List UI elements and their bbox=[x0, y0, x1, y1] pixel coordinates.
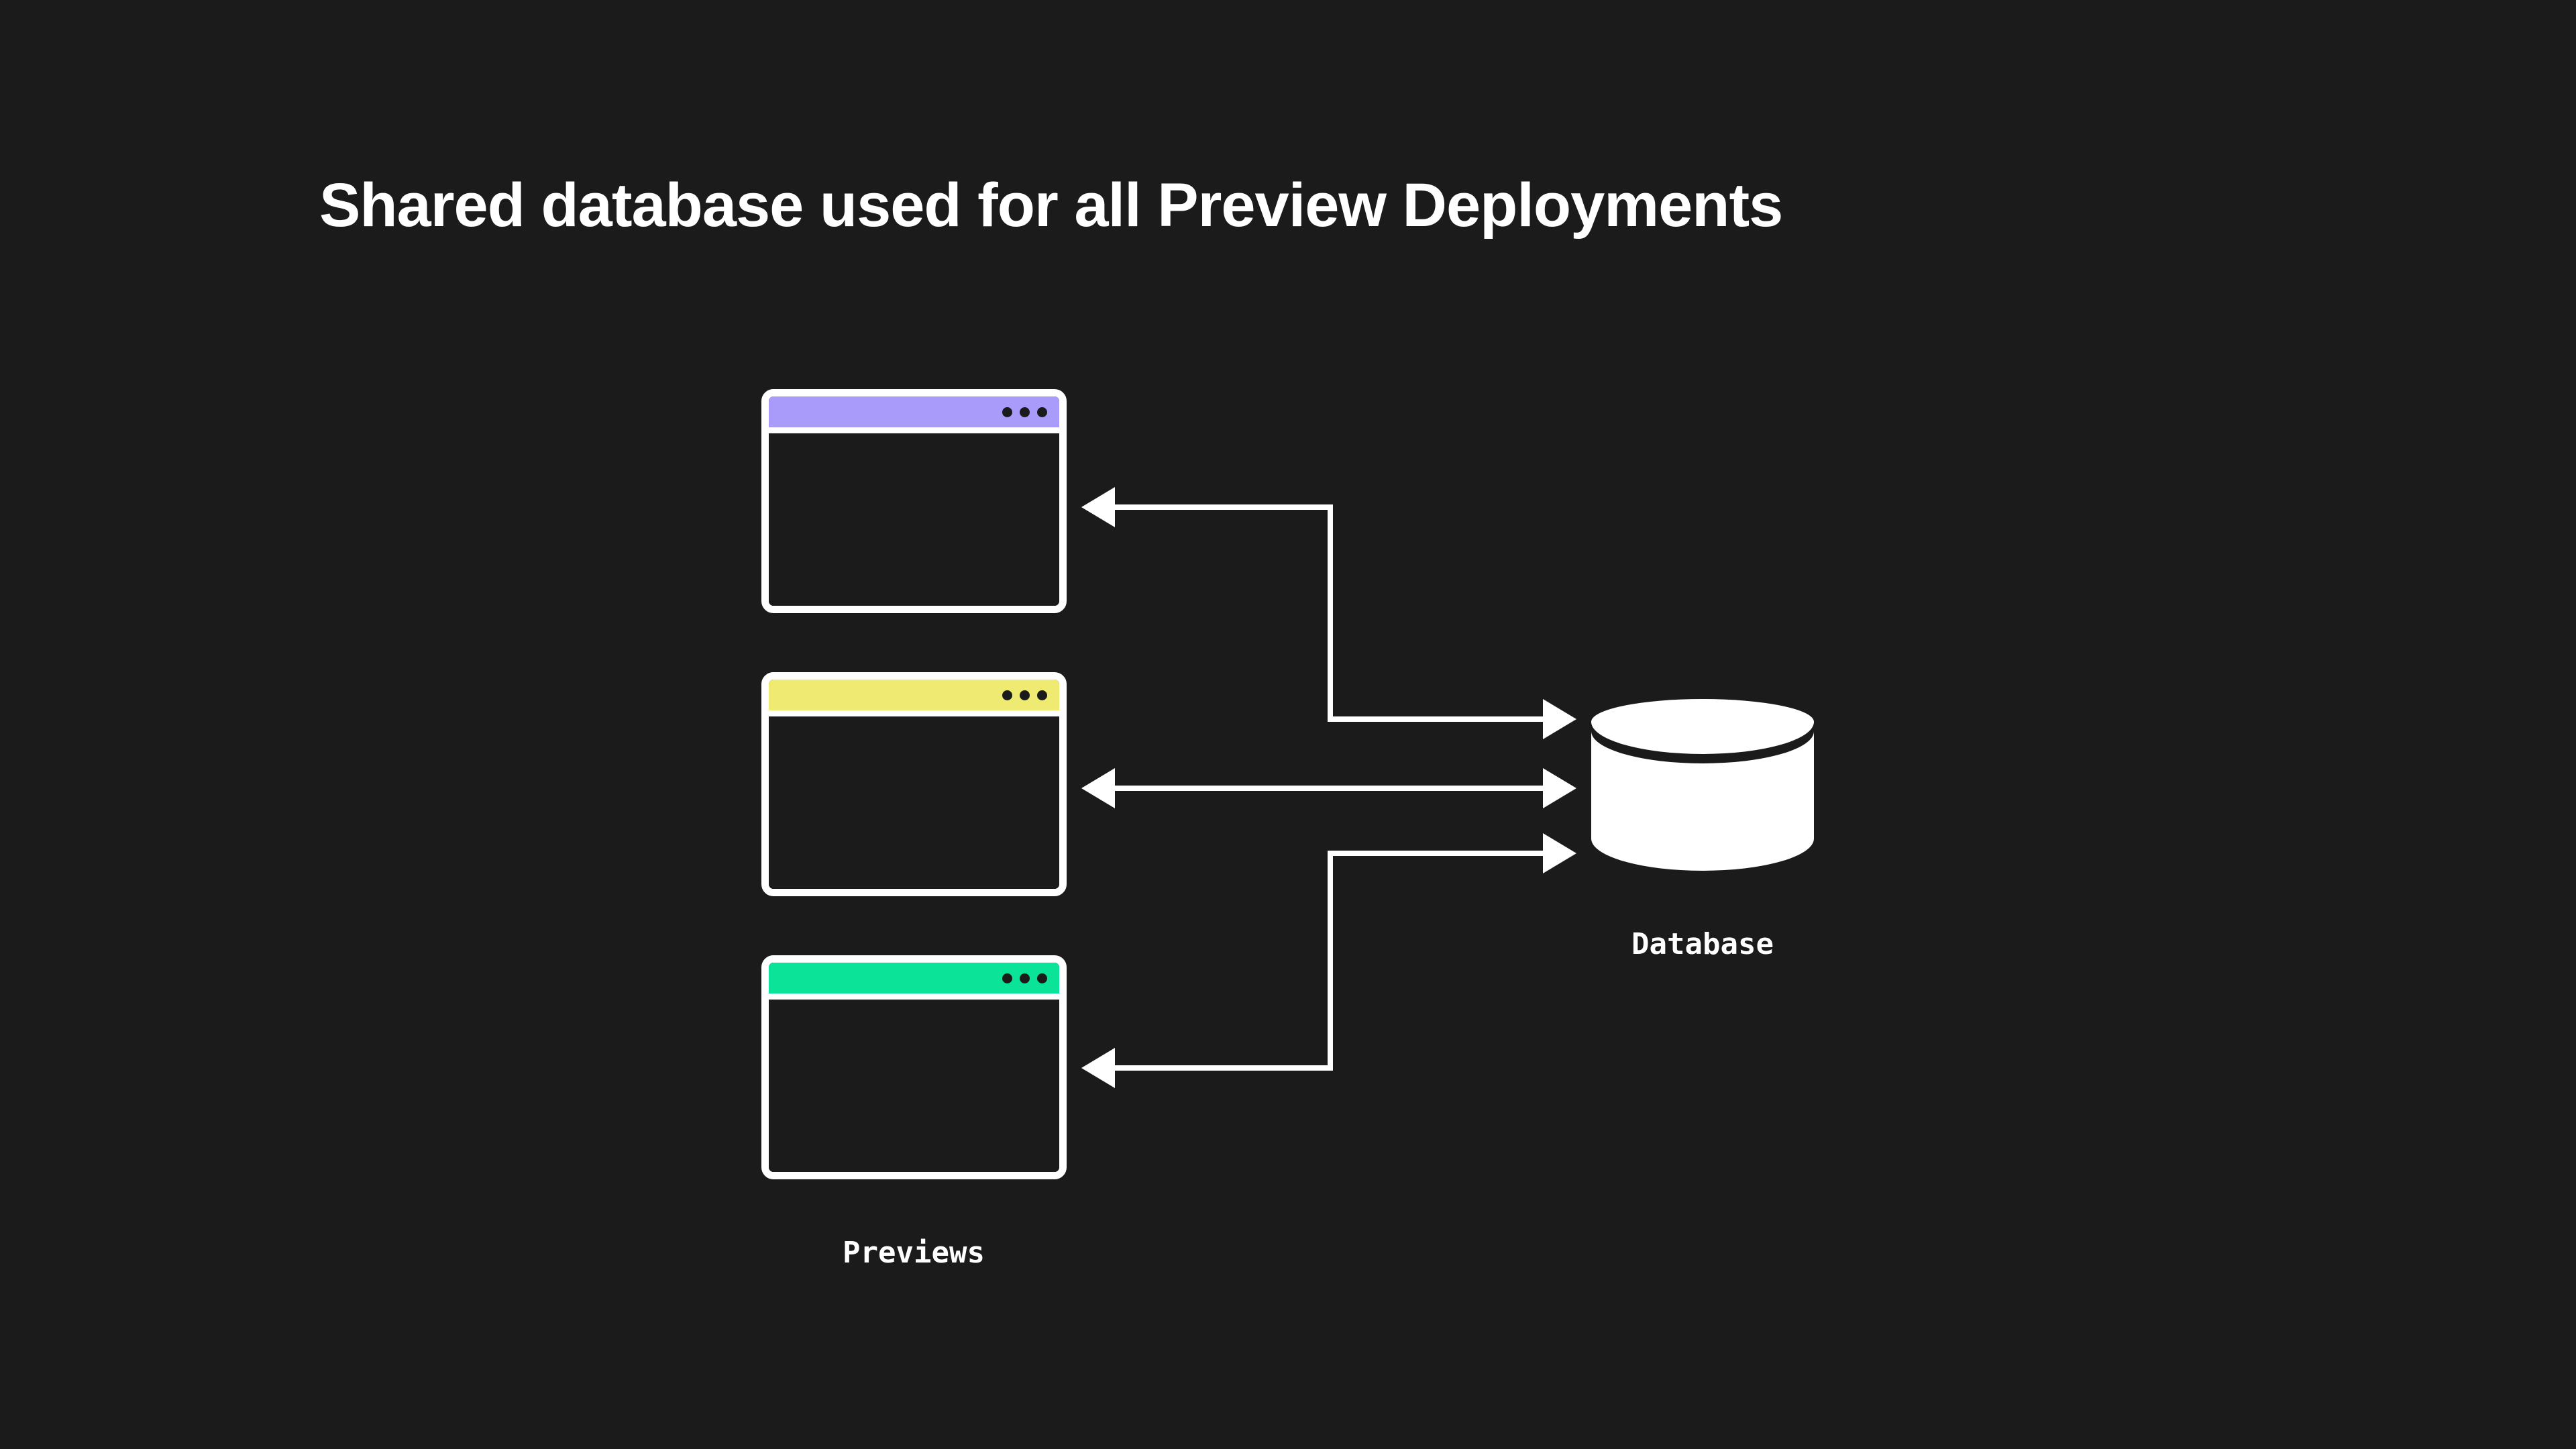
preview-card-3[interactable] bbox=[761, 955, 1067, 1179]
browser-titlebar bbox=[769, 396, 1059, 427]
window-controls[interactable] bbox=[1002, 973, 1047, 983]
browser-titlebar bbox=[769, 963, 1059, 994]
edge-db-to-preview-1 bbox=[1081, 487, 1576, 739]
window-dot-close-icon[interactable] bbox=[1002, 973, 1012, 983]
browser-viewport bbox=[769, 1000, 1059, 1172]
window-dot-minimize-icon[interactable] bbox=[1020, 407, 1030, 417]
window-dot-close-icon[interactable] bbox=[1002, 407, 1012, 417]
database-cylinder-icon[interactable] bbox=[1589, 698, 1817, 871]
window-controls[interactable] bbox=[1002, 690, 1047, 700]
edge-db-to-preview-3 bbox=[1081, 833, 1576, 1088]
window-dot-minimize-icon[interactable] bbox=[1020, 973, 1030, 983]
preview-card-1[interactable] bbox=[761, 389, 1067, 613]
preview-card-2[interactable] bbox=[761, 672, 1067, 896]
browser-titlebar bbox=[769, 680, 1059, 710]
window-dot-close-icon[interactable] bbox=[1002, 690, 1012, 700]
window-dot-maximize-icon[interactable] bbox=[1037, 690, 1047, 700]
browser-viewport bbox=[769, 716, 1059, 889]
window-dot-maximize-icon[interactable] bbox=[1037, 973, 1047, 983]
database-label: Database bbox=[1631, 927, 1774, 961]
browser-divider bbox=[769, 710, 1059, 716]
window-controls[interactable] bbox=[1002, 407, 1047, 417]
edge-preview-2-db bbox=[1081, 768, 1576, 808]
previews-label: Previews bbox=[843, 1236, 985, 1270]
page-title: Shared database used for all Preview Dep… bbox=[319, 171, 1783, 239]
window-dot-minimize-icon[interactable] bbox=[1020, 690, 1030, 700]
browser-divider bbox=[769, 994, 1059, 1000]
window-dot-maximize-icon[interactable] bbox=[1037, 407, 1047, 417]
browser-divider bbox=[769, 427, 1059, 433]
browser-viewport bbox=[769, 433, 1059, 606]
